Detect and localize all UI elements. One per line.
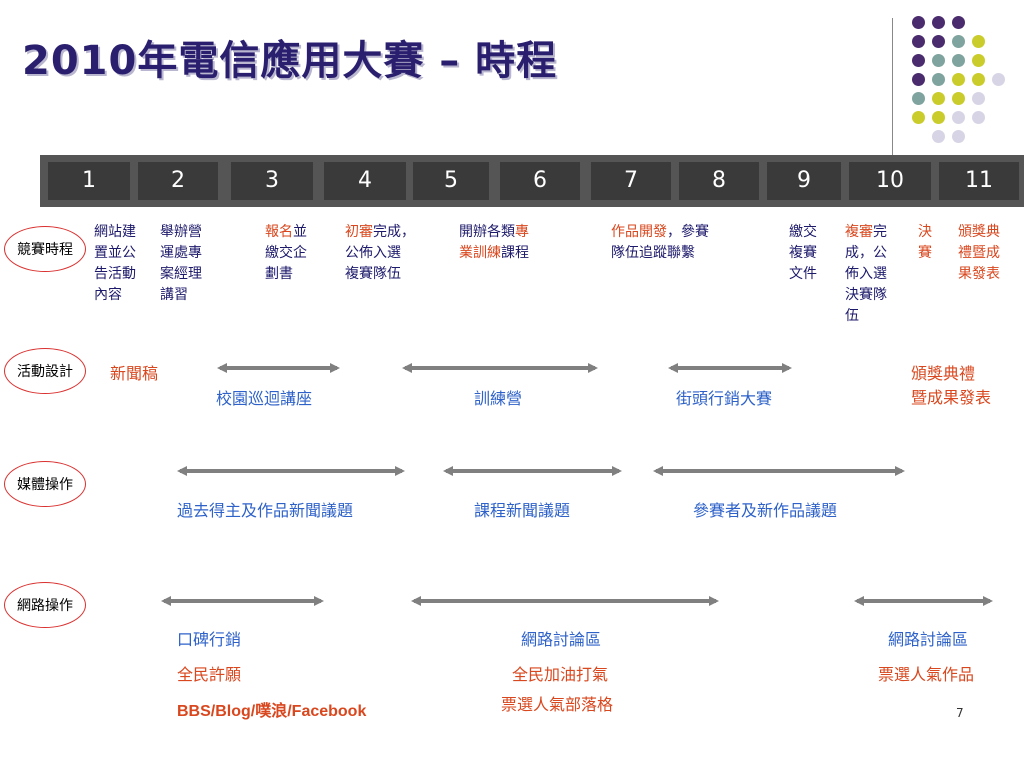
decorative-dot [932,130,945,143]
decorative-dot [972,35,985,48]
row-label-web: 網路操作 [4,582,86,628]
decorative-dot [912,16,925,29]
activity-award-1: 頒獎典禮 [911,364,976,383]
page-number: 7 [956,706,964,720]
schedule-item-2: 舉辦營運處專 案經理講習 [160,224,202,303]
web-vote-work: 票選人氣作品 [878,665,975,684]
timeline-cell-2: 2 [138,162,218,200]
activity-camp: 訓練營 [474,389,523,408]
activity-press: 新聞稿 [110,364,159,383]
timeline-cell-4: 4 [324,162,406,200]
media-new: 參賽者及新作品議題 [693,501,838,520]
timeline-cell-3: 3 [231,162,313,200]
row-label-activity: 活動設計 [4,348,86,394]
media-past: 過去得主及作品新聞議題 [177,501,354,520]
schedule-item-1: 網站建置並公 告活動內容 [94,224,136,303]
schedule-item-7: 作品開發，參賽 隊伍追蹤聯繫 [611,224,709,261]
row-label-schedule: 競賽時程 [4,226,86,272]
web-cheer: 全民加油打氣 [512,665,609,684]
decorative-dot [952,54,965,67]
decorative-dot [932,111,945,124]
web-forum-2: 網路討論區 [888,630,969,649]
decorative-dot [912,54,925,67]
activity-campus: 校園巡迴講座 [216,389,313,408]
schedule-item-9: 繳交複賽 文件 [789,224,817,282]
schedule-item-11a: 決賽 [918,224,932,261]
timeline-cell-9: 9 [767,162,841,200]
decorative-dot [972,111,985,124]
timeline-cell-8: 8 [679,162,759,200]
decorative-dot [932,92,945,105]
decorative-dot [972,54,985,67]
decorative-dot [992,73,1005,86]
decorative-dot [912,35,925,48]
web-forum-1: 網路討論區 [521,630,602,649]
decorative-dot [952,35,965,48]
schedule-item-11b: 頒獎典禮暨成 果發表 [958,224,1000,282]
decorative-dot [932,35,945,48]
activity-street: 街頭行銷大賽 [676,389,773,408]
timeline-cell-10: 10 [849,162,931,200]
decorative-dot [932,73,945,86]
decorative-dot [952,130,965,143]
decorative-dot [972,73,985,86]
decorative-dot [952,16,965,29]
decorative-dot [912,92,925,105]
timeline-cell-1: 1 [48,162,130,200]
media-course: 課程新聞議題 [474,501,571,520]
decorative-dot [932,16,945,29]
divider-line [892,18,893,166]
web-bbs: BBS/Blog/噗浪/Facebook [177,703,367,720]
decorative-dot [952,111,965,124]
decorative-dot [912,111,925,124]
schedule-item-10: 複審完 成，公佈入選 決賽隊伍 [845,224,887,324]
decorative-dot [952,92,965,105]
web-wom: 口碑行銷 [177,630,242,649]
timeline-cell-6: 6 [500,162,580,200]
timeline-cell-11: 11 [939,162,1019,200]
web-wish: 全民許願 [177,665,242,684]
slide-title: 2010年電信應用大賽 – 時程 [22,38,558,84]
timeline-cell-7: 7 [591,162,671,200]
schedule-item-3: 報名並 繳交企劃書 [265,224,307,282]
web-vote-blog: 票選人氣部落格 [501,695,614,714]
decorative-dot [932,54,945,67]
schedule-item-5: 開辦各類專 業訓練課程 [459,224,529,261]
decorative-dot [972,92,985,105]
decorative-dot [912,73,925,86]
timeline-cell-5: 5 [413,162,489,200]
decorative-dot [952,73,965,86]
schedule-item-4: 初審完成， 公佈入選複賽隊伍 [345,224,415,282]
row-label-media: 媒體操作 [4,461,86,507]
activity-award-2: 暨成果發表 [911,388,992,407]
